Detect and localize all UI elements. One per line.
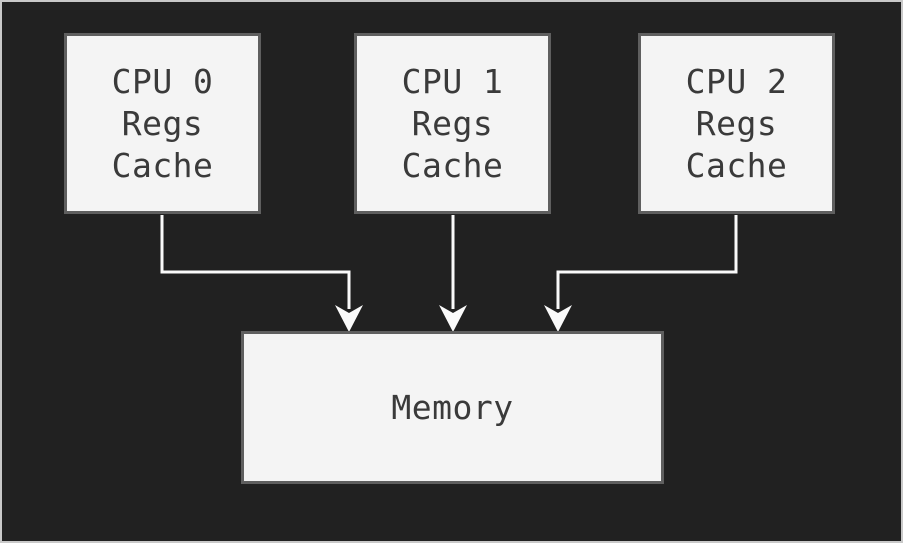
cpu2-cache-label: Cache [685, 145, 788, 185]
cpu1-box: CPU 1 Regs Cache [354, 33, 551, 214]
memory-label: Memory [391, 387, 514, 427]
cpu0-title: CPU 0 [111, 61, 214, 101]
arrow-cpu2-to-memory [544, 215, 738, 332]
cpu0-cache-label: Cache [111, 145, 214, 185]
cpu2-box: CPU 2 Regs Cache [638, 33, 835, 214]
cpu0-regs-label: Regs [121, 103, 204, 143]
cpu0-box: CPU 0 Regs Cache [64, 33, 261, 214]
cpu1-title: CPU 1 [401, 61, 504, 101]
arrow-cpu0-to-memory [160, 215, 363, 332]
memory-box: Memory [241, 331, 664, 484]
cpu1-cache-label: Cache [401, 145, 504, 185]
arrow-cpu1-to-memory [439, 215, 467, 332]
cpu2-title: CPU 2 [685, 61, 788, 101]
cpu1-regs-label: Regs [411, 103, 494, 143]
cpu2-regs-label: Regs [695, 103, 778, 143]
